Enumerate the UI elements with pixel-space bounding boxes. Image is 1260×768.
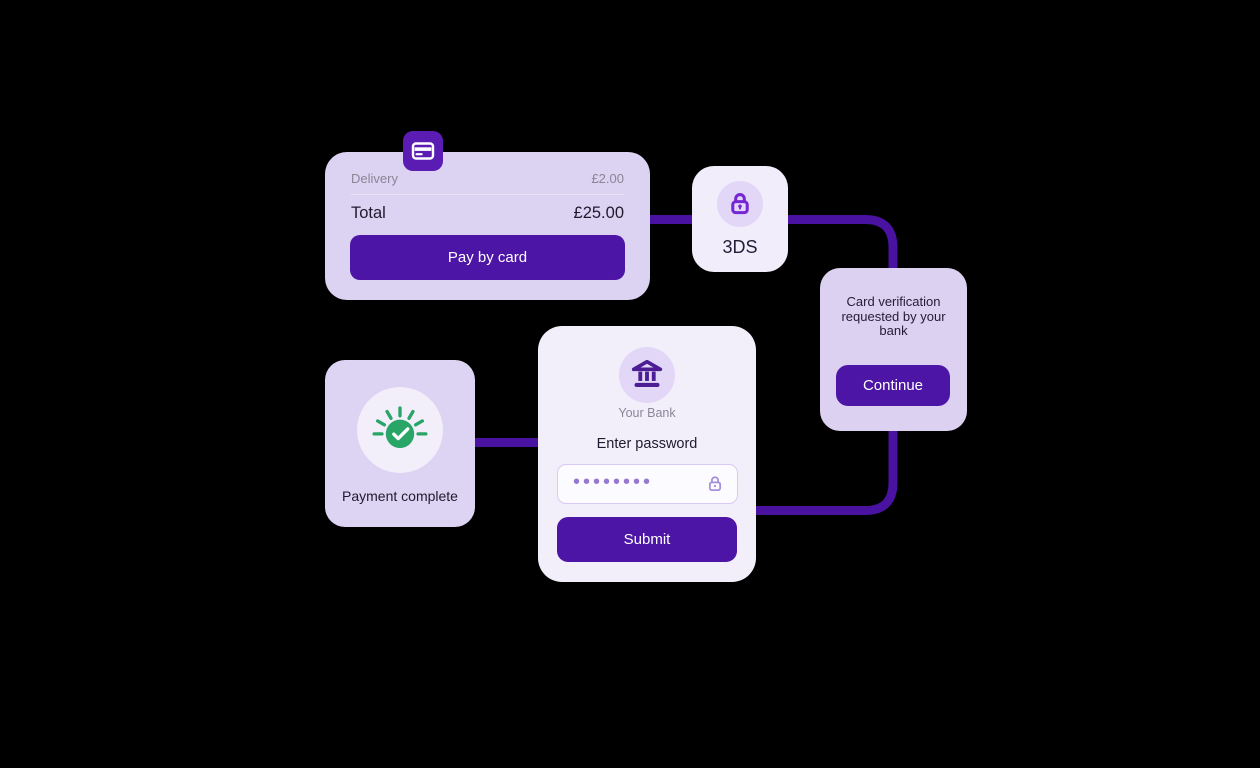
threeds-card: 3DS (692, 166, 788, 272)
total-label: Total (351, 204, 386, 222)
bank-icon-circle (619, 347, 675, 403)
bank-icon (631, 359, 663, 388)
summary-divider (351, 194, 624, 195)
lock-icon-circle (717, 181, 763, 227)
delivery-label: Delivery (351, 171, 398, 186)
bank-card: Your Bank Enter password •••••••• Submit (538, 326, 756, 582)
payment-complete-label: Payment complete (342, 488, 458, 504)
credit-card-icon (411, 142, 435, 160)
password-prompt: Enter password (596, 436, 698, 452)
threeds-label: 3DS (722, 237, 758, 257)
submit-button[interactable]: Submit (557, 517, 737, 562)
bank-name: Your Bank (618, 406, 676, 420)
password-input[interactable]: •••••••• (557, 464, 738, 504)
success-icon-circle (357, 387, 443, 473)
password-dots: •••••••• (573, 471, 654, 493)
verification-message: Card verification requested by your bank (841, 294, 946, 338)
lock-icon (731, 193, 749, 215)
payment-complete-card: Payment complete (325, 360, 475, 527)
verification-card: Card verification requested by your bank… (820, 268, 967, 431)
total-value: £25.00 (573, 204, 624, 222)
checkout-card: Delivery £2.00 Total £25.00 Pay by card (325, 131, 650, 300)
credit-card-badge (403, 131, 443, 171)
input-lock-icon (708, 476, 722, 492)
pay-by-card-button[interactable]: Pay by card (350, 235, 625, 280)
delivery-value: £2.00 (591, 171, 624, 186)
success-burst-check-icon (372, 406, 428, 449)
continue-button[interactable]: Continue (836, 365, 950, 406)
